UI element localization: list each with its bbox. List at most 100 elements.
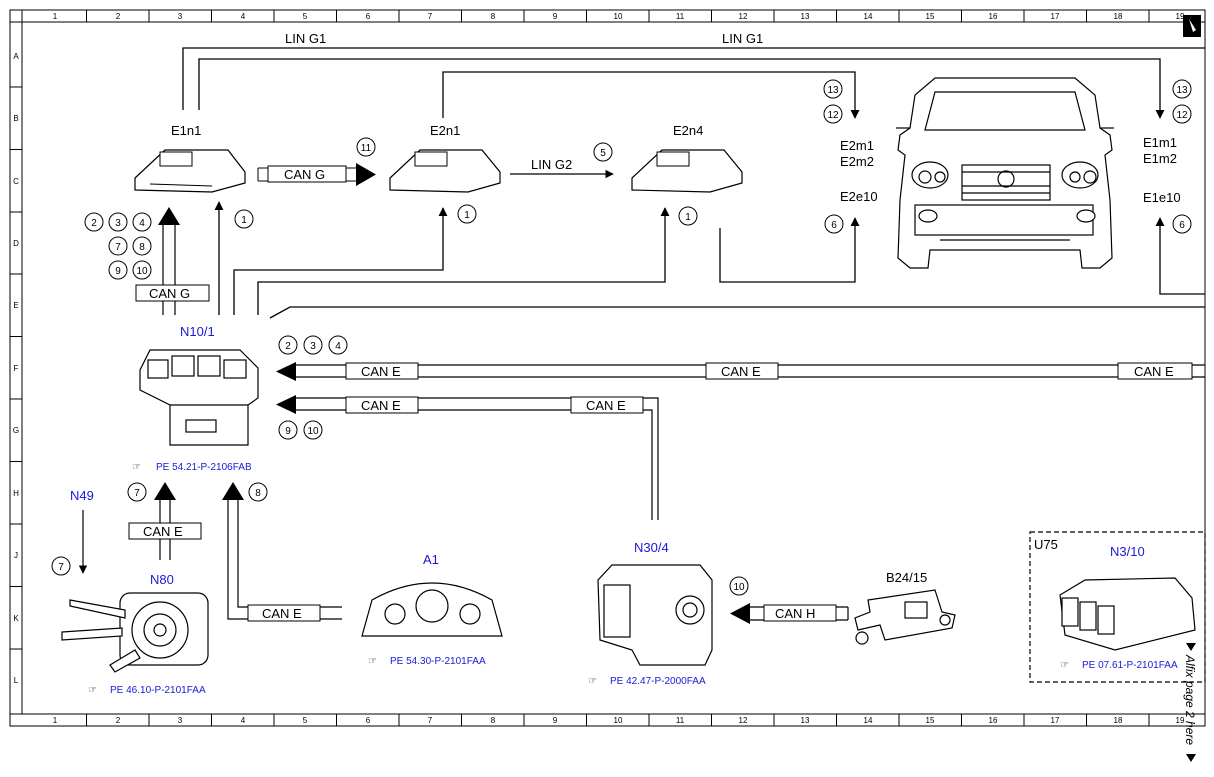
callout-circle <box>823 104 843 124</box>
callout-circle <box>356 137 376 157</box>
callout-number: 10 <box>136 266 148 277</box>
callout-number: 12 <box>827 110 839 121</box>
a1-instrument-cluster[interactable] <box>361 582 503 637</box>
callout-circle <box>108 236 128 256</box>
n80-label: N80 <box>150 572 174 587</box>
e1e10-line <box>1155 217 1205 295</box>
n10-1-module[interactable] <box>139 349 259 446</box>
can-e-bus-a1 <box>222 482 342 622</box>
callout-circle <box>457 204 477 224</box>
callout-circle <box>278 335 298 355</box>
column-ruler-label: 2 <box>116 12 121 21</box>
e1m1-label: E1m1 <box>1143 135 1177 150</box>
column-ruler-label: 3 <box>178 716 183 725</box>
callout-number: 7 <box>134 488 140 499</box>
can-g-label-right: CAN G <box>284 167 325 182</box>
u75-label: U75 <box>1034 537 1058 552</box>
callout-number: 9 <box>285 426 291 437</box>
column-ruler-label: 12 <box>739 716 748 725</box>
hand-pointer-icon: ☞ <box>132 462 141 473</box>
column-ruler-label: 8 <box>491 716 496 725</box>
n30-4-module[interactable] <box>597 564 713 666</box>
e2m2-label: E2m2 <box>840 154 874 169</box>
can-e-bus-middle <box>276 395 659 520</box>
row-ruler-label: C <box>13 177 19 186</box>
callout-number: 9 <box>115 266 121 277</box>
column-ruler-label: 7 <box>428 12 433 21</box>
n10-1-label: N10/1 <box>180 324 215 339</box>
column-ruler-label: 1 <box>53 716 58 725</box>
column-ruler-label: 4 <box>241 716 246 725</box>
n3-10-reference-link[interactable]: ☞ PE 07.61-P-2101FAA <box>1060 660 1178 671</box>
page-icon[interactable] <box>1183 15 1201 37</box>
callout-number: 7 <box>58 562 64 573</box>
diagram-frame <box>9 9 1206 727</box>
callout-circle <box>248 482 268 502</box>
row-ruler-label: G <box>13 426 19 435</box>
column-ruler-label: 18 <box>1114 12 1123 21</box>
row-ruler-label: A <box>13 52 19 61</box>
callout-circle <box>132 212 152 232</box>
column-ruler-label: 11 <box>676 12 685 21</box>
n30-4-reference-link[interactable]: ☞ PE 42.47-P-2000FAA <box>588 676 706 687</box>
callout-number: 12 <box>1176 110 1188 121</box>
e1m2-label: E1m2 <box>1143 151 1177 166</box>
hand-pointer-icon: ☞ <box>588 676 597 687</box>
note-arrow-top-icon <box>1186 643 1196 651</box>
can-e-bus-top <box>276 362 1205 381</box>
n80-reference-link[interactable]: ☞ PE 46.10-P-2101FAA <box>88 685 206 696</box>
callout-circle <box>278 420 298 440</box>
callout-circle <box>1172 104 1192 124</box>
callout-circle <box>823 79 843 99</box>
column-ruler-label: 14 <box>864 716 873 725</box>
column-ruler-label: 19 <box>1176 12 1185 21</box>
callout-circle <box>328 335 348 355</box>
column-ruler-label: 8 <box>491 12 496 21</box>
e2e10-label: E2e10 <box>840 189 878 204</box>
column-ruler-label: 5 <box>303 12 308 21</box>
n80-steering-column-module[interactable] <box>61 592 209 673</box>
column-ruler-label: 6 <box>366 12 371 21</box>
lin-g2-label: LIN G2 <box>531 157 572 172</box>
column-ruler-label: 11 <box>676 716 685 725</box>
callout-circle <box>1172 214 1192 234</box>
hand-pointer-icon: ☞ <box>88 685 97 696</box>
e2n1-label: E2n1 <box>430 123 460 138</box>
callout-number: 1 <box>241 215 247 226</box>
a1-reference: PE 54.30-P-2101FAA <box>390 656 486 667</box>
n10-to-e2n1-line <box>233 207 448 315</box>
lin-g1-label-right: LIN G1 <box>722 31 763 46</box>
callout-number: 4 <box>139 218 145 229</box>
a1-reference-link[interactable]: ☞ PE 54.30-P-2101FAA <box>368 656 486 667</box>
e2n4-to-e2e10-line <box>719 217 860 283</box>
callout-circle <box>132 236 152 256</box>
can-e-label-mid-1: CAN E <box>361 398 401 413</box>
column-ruler-label: 14 <box>864 12 873 21</box>
row-ruler-label: E <box>13 301 18 310</box>
column-ruler-label: 19 <box>1176 716 1185 725</box>
callout-circle <box>678 206 698 226</box>
column-ruler-label: 2 <box>116 716 121 725</box>
column-ruler-label: 16 <box>989 716 998 725</box>
e2n1-module[interactable] <box>389 149 501 193</box>
e2n4-module[interactable] <box>631 149 743 193</box>
can-e-label-top-2: CAN E <box>721 364 761 379</box>
lin-g1-label-left: LIN G1 <box>285 31 326 46</box>
callout-number: 6 <box>831 220 837 231</box>
n10-1-reference-link[interactable]: ☞ PE 54.21-P-2106FAB <box>132 462 252 473</box>
column-ruler-label: 7 <box>428 716 433 725</box>
e2n4-label: E2n4 <box>673 123 703 138</box>
row-ruler-label: H <box>13 489 19 498</box>
n3-10-engine-control-unit[interactable] <box>1059 577 1196 651</box>
e1n1-module[interactable] <box>134 149 246 193</box>
callout-circle <box>593 142 613 162</box>
b24-15-label: B24/15 <box>886 570 927 585</box>
can-g-bus-right <box>257 163 376 186</box>
column-ruler-label: 16 <box>989 12 998 21</box>
n49-label: N49 <box>70 488 94 503</box>
n3-10-reference: PE 07.61-P-2101FAA <box>1082 660 1178 671</box>
b24-15-sensor[interactable] <box>854 589 956 645</box>
